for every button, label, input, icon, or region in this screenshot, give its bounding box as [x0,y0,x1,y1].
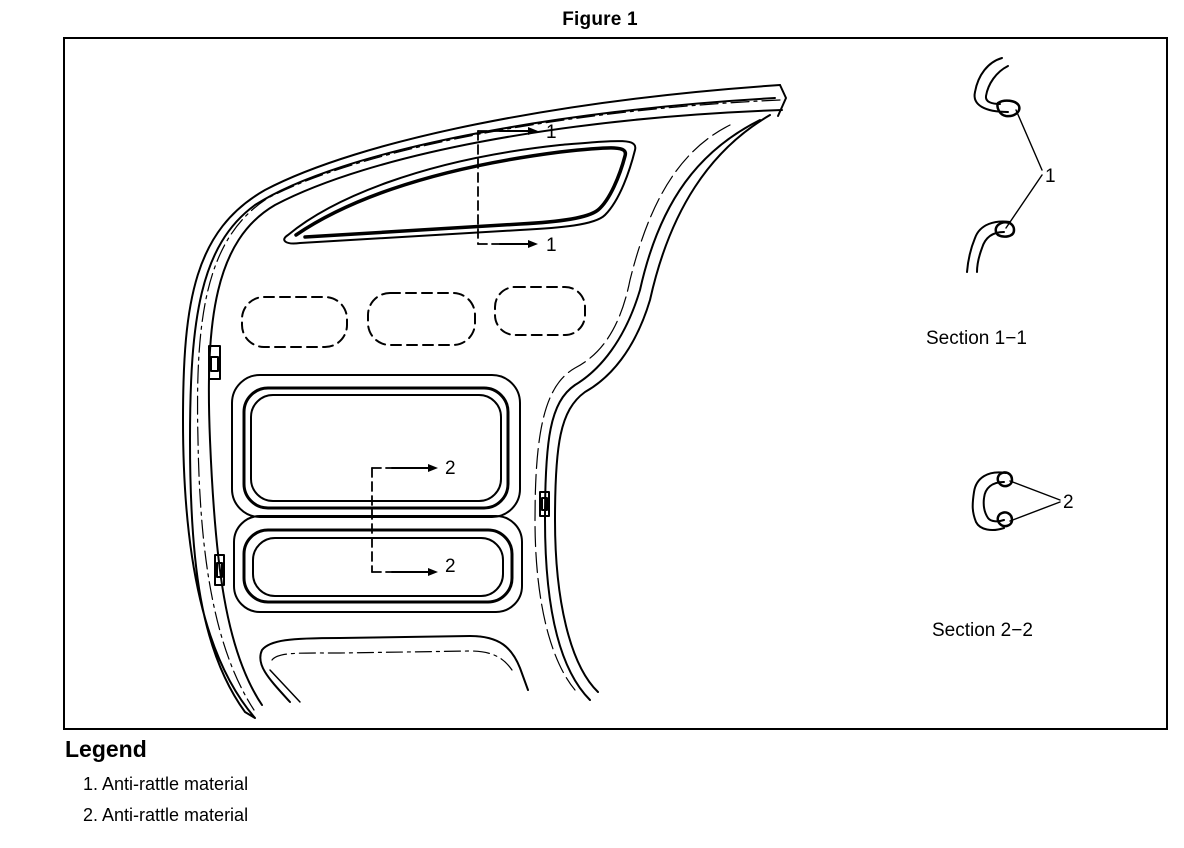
vent-opening-center [367,292,476,346]
section-1-leader-lower [1005,174,1043,229]
section-2-leader-upper [1009,480,1061,501]
upper-window-opening [283,140,637,245]
callout-2-section: 2 [1063,492,1074,513]
bottom-pocket-base [269,669,301,703]
right-clip [539,491,550,517]
legend-list: 1. Anti-rattle material 2. Anti-rattle m… [83,773,248,835]
lower-opening-trim [242,528,514,604]
section-1-profile-lower-inner [976,231,1005,273]
vent-opening-left [241,296,348,348]
callout-1-section: 1 [1045,166,1056,187]
bottom-pocket [259,635,529,703]
callout-2-bottom: 2 [445,556,456,577]
lower-opening-inner [252,537,504,597]
middle-opening-inner [250,394,502,502]
section-2-leader-lower [1009,501,1061,522]
section-1-label: Section 1−1 [926,328,1027,349]
legend-item: 2. Anti-rattle material [83,805,249,825]
left-clip-upper-tab [210,356,219,372]
panel-centerline [196,99,781,711]
lower-opening-outer [233,515,523,613]
middle-opening-trim [242,386,510,510]
legend-item: 1. Anti-rattle material [83,774,249,794]
legend-title: Legend [65,736,147,762]
vent-opening-right [494,286,586,336]
callout-1-top: 1 [546,122,557,143]
section-2-seal-upper [996,471,1014,488]
bottom-pocket-centerline [271,650,513,671]
upper-window-inner [294,146,628,239]
section-1-profile-lower [966,220,1011,273]
diagram-frame [63,37,1168,730]
panel-inner-edge [207,109,783,706]
figure-title: Figure 1 [562,9,638,30]
section-2-seal-lower [996,511,1014,528]
section-1-profile-upper [973,57,1009,113]
callout-1-bottom: 1 [546,235,557,256]
console-edge-right [544,119,761,701]
section-1-profile-upper-inner [984,65,1009,105]
console-edge-right-mid [534,124,731,691]
section-1-leader-upper [1015,109,1043,171]
section-2-profile-inner [982,481,1005,523]
section-1-seal-lower [994,221,1016,238]
middle-opening-outer [231,374,521,518]
left-clip-lower-tab [216,562,223,578]
left-clip-lower [214,554,225,586]
callout-2-top: 2 [445,458,456,479]
panel-top-trim [777,84,787,117]
right-clip-tab [541,497,548,511]
section-2-label: Section 2−2 [932,620,1033,641]
section-2-profile [971,471,1007,531]
console-edge-right-inner [554,114,771,693]
panel-outer-edge [182,84,781,719]
section-1-seal-upper [996,99,1021,118]
left-clip-upper [208,345,221,380]
